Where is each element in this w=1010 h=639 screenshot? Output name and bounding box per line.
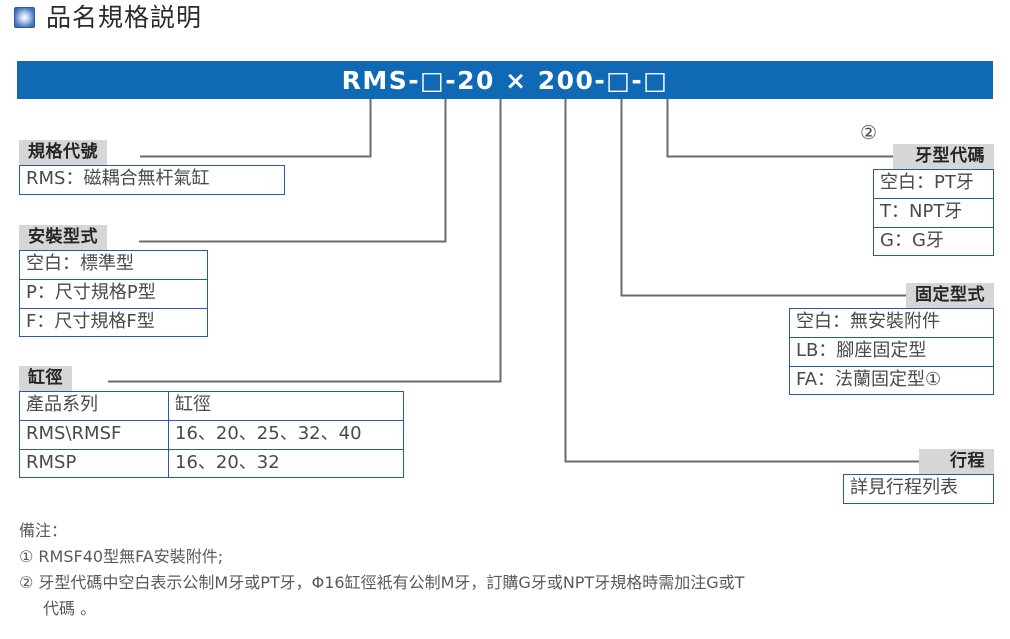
page-title: 品名規格説明 — [46, 3, 203, 32]
label-mounting-type: 安裝型式 — [19, 225, 107, 251]
label-bore: 缸徑 — [19, 366, 72, 392]
option-row: FA：法蘭固定型① — [796, 368, 942, 390]
option-row: LB：腳座固定型 — [790, 338, 993, 367]
option-row: 空白：標準型 — [20, 251, 207, 280]
option-row: 空白：無安裝附件 — [790, 309, 993, 338]
options-fixing-type: 空白：無安裝附件 LB：腳座固定型 FA：法蘭固定型① — [789, 308, 994, 396]
model-code-text: RMS-□-20 × 200-□-□ — [341, 65, 669, 95]
leader-spec-code — [140, 99, 372, 158]
remark-item-2: ② 牙型代碼中空白表示公制M牙或PT牙，Φ16缸徑衹有公制M牙，訂購G牙或NPT… — [19, 572, 745, 592]
options-mounting-type: 空白：標準型 P：尺寸規格P型 F：尺寸規格F型 — [19, 250, 208, 338]
model-code-banner: RMS-□-20 × 200-□-□ — [17, 61, 993, 99]
option-row: P：尺寸規格P型 — [20, 280, 207, 309]
remarks-section: 備注： ① RMSF40型無FA安裝附件; ② 牙型代碼中空白表示公制M牙或PT… — [19, 518, 994, 622]
remarks-title: 備注： — [19, 521, 68, 540]
leader-bore — [108, 99, 502, 383]
leader-stroke — [564, 99, 919, 463]
table-header-row: 產品系列 缸徑 — [19, 391, 404, 421]
options-thread-code: 空白：PT牙 T：NPT牙 G：G牙 — [873, 169, 994, 257]
option-row: T：NPT牙 — [874, 199, 993, 228]
label-spec-code: 規格代號 — [19, 140, 107, 166]
remark-item-1: ① RMSF40型無FA安裝附件; — [19, 546, 224, 566]
cell-bore: 16、20、25、32、40 — [168, 419, 404, 450]
blue-square-bullet-icon — [14, 7, 35, 28]
option-row: 詳見行程列表 — [850, 477, 958, 498]
label-fixing-type: 固定型式 — [906, 283, 994, 309]
table-row: RMS\RMSF 16、20、25、32、40 — [19, 419, 404, 450]
label-stroke: 行程 — [919, 449, 994, 475]
bore-spec-table: 產品系列 缸徑 RMS\RMSF 16、20、25、32、40 RMSP 16、… — [19, 391, 404, 479]
column-header-bore: 缸徑 — [168, 391, 404, 421]
option-row: G：G牙 — [880, 229, 944, 251]
cell-series: RMSP — [19, 448, 169, 479]
column-header-series: 產品系列 — [19, 391, 169, 421]
label-thread-code: 牙型代碼 — [893, 144, 994, 170]
cell-bore: 16、20、32 — [168, 448, 404, 479]
footnote-marker-2: ② — [860, 122, 878, 144]
remark-item-2-cont: 代碼 。 — [43, 598, 97, 618]
table-row: RMSP 16、20、32 — [19, 448, 404, 479]
options-spec-code: RMS：磁耦合無杆氣缸 — [19, 165, 285, 195]
option-row: RMS：磁耦合無杆氣缸 — [26, 168, 210, 189]
page-heading: 品名規格説明 — [14, 5, 202, 30]
options-stroke: 詳見行程列表 — [843, 474, 994, 504]
option-row: 空白：PT牙 — [874, 170, 993, 199]
cell-series: RMS\RMSF — [19, 419, 169, 450]
option-row: F：尺寸規格F型 — [26, 310, 155, 332]
